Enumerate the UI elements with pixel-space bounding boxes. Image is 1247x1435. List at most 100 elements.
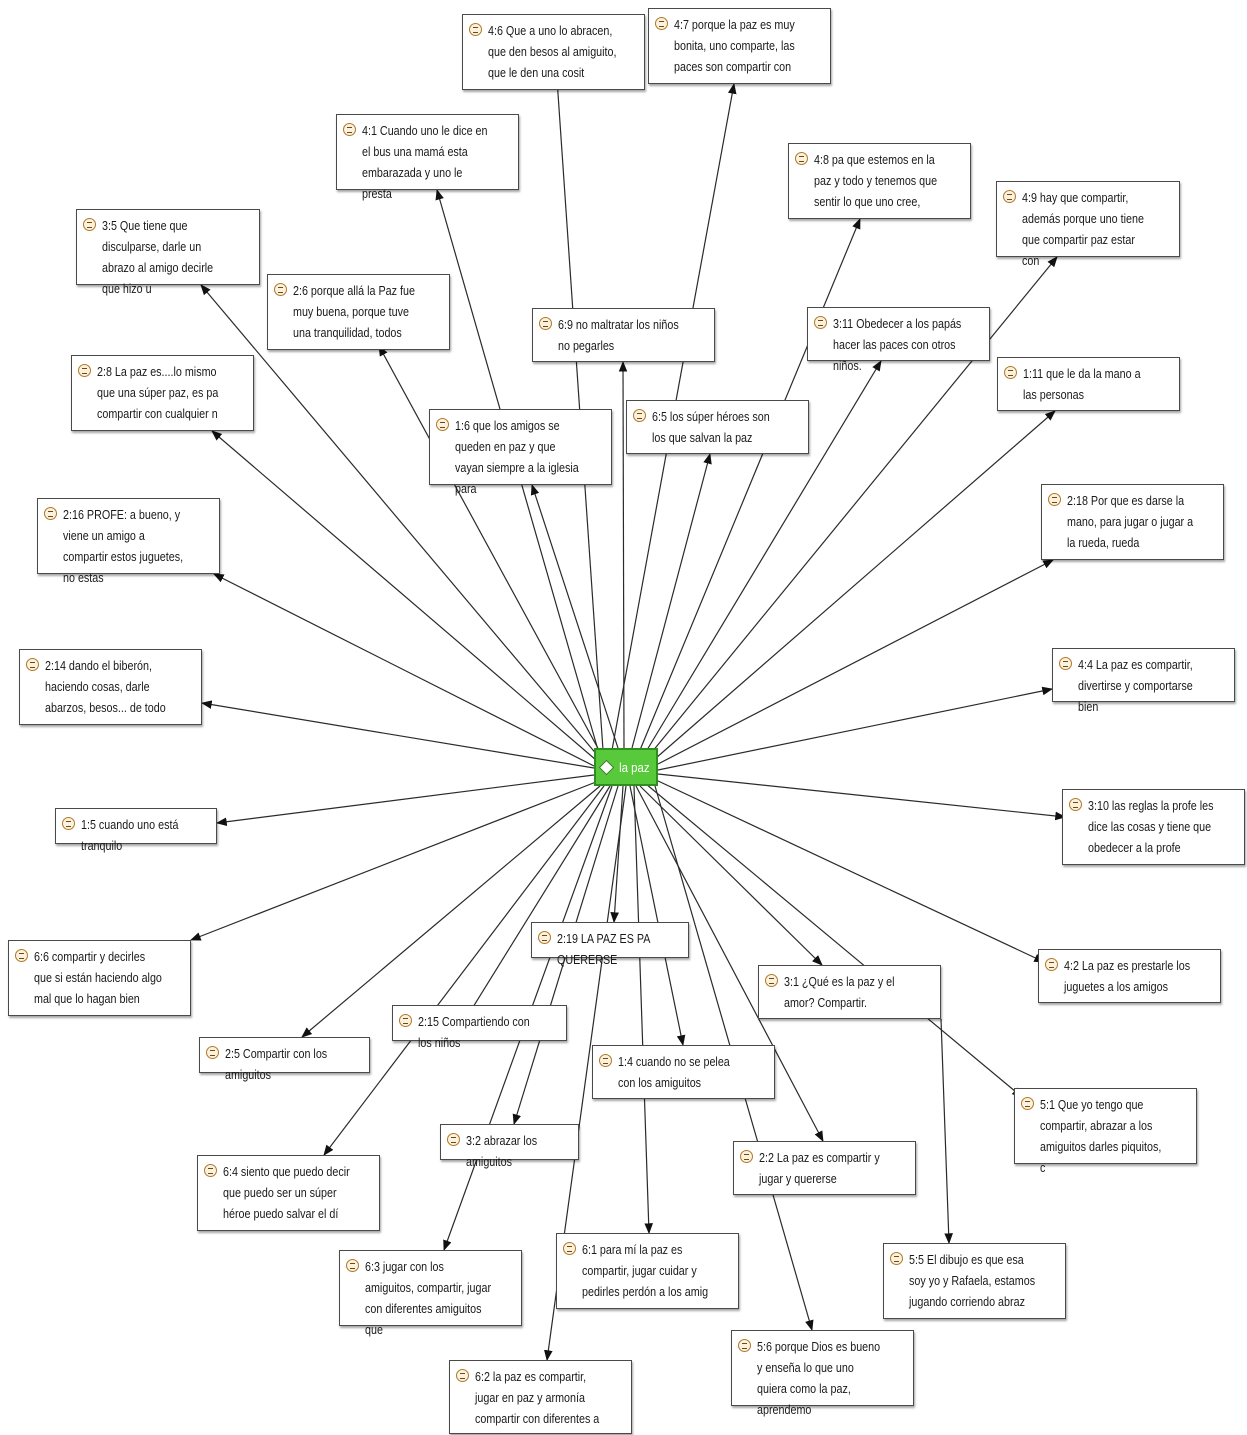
quote-text: 6:3 jugar con los amiguitos, compartir, … <box>365 1260 492 1337</box>
quote-node-4-4[interactable]: 4:4 La paz es compartir, divertirse y co… <box>1052 648 1235 714</box>
document-icon <box>1003 190 1016 203</box>
quote-node-2-5[interactable]: 2:5 Compartir con los amiguitos <box>199 1037 370 1082</box>
document-icon <box>1045 958 1058 971</box>
quote-node-3-2[interactable]: 3:2 abrazar los amiguitos <box>440 1124 579 1169</box>
quote-node-2-2[interactable]: 2:2 La paz es compartir y jugar y querer… <box>733 1141 916 1195</box>
edge-2-15 <box>451 785 611 1042</box>
edge-5-1 <box>645 783 1023 1098</box>
quote-text: 3:11 Obedecer a los papás hacer las pace… <box>833 317 962 373</box>
document-icon <box>738 1339 751 1352</box>
quote-text: 2:2 La paz es compartir y jugar y querer… <box>759 1151 880 1186</box>
quote-text: 1:4 cuando no se pelea con los amiguitos <box>618 1055 730 1090</box>
quote-node-4-6[interactable]: 4:6 Que a uno lo abracen, que den besos … <box>462 14 645 90</box>
edge-2-5 <box>301 785 601 1038</box>
quote-node-1-5[interactable]: 1:5 cuando uno está tranquilo <box>55 808 217 853</box>
quote-node-2-6[interactable]: 2:6 porque allá la Paz fue muy buena, po… <box>267 274 450 350</box>
code-diamond-icon <box>598 759 614 775</box>
quote-text: 6:2 la paz es compartir, jugar en paz y … <box>475 1370 600 1426</box>
edge-2-6 <box>378 345 601 753</box>
edge-1-5 <box>215 774 595 827</box>
quote-node-2-8[interactable]: 2:8 La paz es....lo mismo que una súper … <box>71 355 254 431</box>
quote-node-4-7[interactable]: 4:7 porque la paz es muy bonita, uno com… <box>648 8 831 84</box>
document-icon <box>274 283 287 296</box>
central-code-label: la paz <box>618 759 650 775</box>
quote-text: 2:16 PROFE: a bueno, y viene un amigo a … <box>63 508 184 585</box>
quote-node-6-3[interactable]: 6:3 jugar con los amiguitos, compartir, … <box>339 1250 522 1337</box>
document-icon <box>655 17 668 30</box>
edge-3-5 <box>200 284 599 757</box>
quote-node-6-4[interactable]: 6:4 siento que puedo decir que puedo ser… <box>197 1155 380 1231</box>
quote-node-4-9[interactable]: 4:9 hay que compartir, además porque uno… <box>996 181 1180 268</box>
edge-5-5 <box>940 1018 953 1245</box>
quote-node-2-19[interactable]: 2:19 LA PAZ ES PA QUERERSE <box>531 922 689 967</box>
quote-text: 2:18 Por que es darse la mano, para juga… <box>1067 494 1194 550</box>
quote-node-2-18[interactable]: 2:18 Por que es darse la mano, para juga… <box>1041 484 1224 560</box>
document-icon <box>890 1252 903 1265</box>
quote-node-6-1[interactable]: 6:1 para mí la paz es compartir, jugar c… <box>556 1233 739 1309</box>
document-icon <box>206 1046 219 1059</box>
quote-text: 6:9 no maltratar los niños no pegarles <box>558 318 679 353</box>
edge-4-2 <box>655 779 1045 963</box>
quote-node-3-11[interactable]: 3:11 Obedecer a los papás hacer las pace… <box>807 307 990 373</box>
quote-node-4-1[interactable]: 4:1 Cuando uno le dice en el bus una mam… <box>336 114 519 201</box>
quote-text: 4:6 Que a uno lo abracen, que den besos … <box>488 24 617 80</box>
quote-node-6-5[interactable]: 6:5 los súper héroes son los que salvan … <box>626 400 809 454</box>
quote-node-5-6[interactable]: 5:6 porque Dios es bueno y enseña lo que… <box>731 1330 914 1417</box>
quote-node-2-15[interactable]: 2:15 Compartiendo con los niños <box>392 1005 567 1050</box>
quote-text: 6:4 siento que puedo decir que puedo ser… <box>223 1165 350 1221</box>
edge-1-11 <box>655 410 1056 759</box>
quote-node-6-2[interactable]: 6:2 la paz es compartir, jugar en paz y … <box>449 1360 632 1434</box>
document-icon <box>44 507 57 520</box>
quote-node-1-4[interactable]: 1:4 cuando no se pelea con los amiguitos <box>592 1045 775 1099</box>
quote-node-6-9[interactable]: 6:9 no maltratar los niños no pegarles <box>532 308 715 362</box>
quote-node-4-8[interactable]: 4:8 pa que estemos en la paz y todo y te… <box>788 143 971 219</box>
edge-4-8 <box>639 218 861 751</box>
quote-node-3-10[interactable]: 3:10 las reglas la profe les dice las co… <box>1062 789 1245 865</box>
document-icon <box>633 409 646 422</box>
document-icon <box>343 123 356 136</box>
edge-2-8 <box>211 430 597 761</box>
edge-6-1 <box>633 785 653 1235</box>
document-icon <box>456 1369 469 1382</box>
edge-3-1 <box>639 785 823 966</box>
quote-node-5-1[interactable]: 5:1 Que yo tengo que compartir, abrazar … <box>1014 1088 1197 1175</box>
quote-node-3-5[interactable]: 3:5 Que tiene que disculparse, darle un … <box>76 209 260 296</box>
quote-text: 4:7 porque la paz es muy bonita, uno com… <box>674 18 795 74</box>
edge-6-5 <box>631 452 712 749</box>
document-icon <box>62 817 75 830</box>
quote-text: 2:6 porque allá la Paz fue muy buena, po… <box>293 284 415 340</box>
edge-2-19 <box>610 785 624 924</box>
edge-3-11 <box>646 360 882 751</box>
edge-2-14 <box>200 700 595 769</box>
document-icon <box>599 1054 612 1067</box>
document-icon <box>539 317 552 330</box>
quote-node-4-2[interactable]: 4:2 La paz es prestarle los juguetes a l… <box>1038 949 1221 1003</box>
central-code-node[interactable]: la paz <box>594 748 658 786</box>
quote-text: 1:5 cuando uno está tranquilo <box>81 818 179 853</box>
document-icon <box>1021 1097 1034 1110</box>
quote-node-6-6[interactable]: 6:6 compartir y decirles que si están ha… <box>8 940 191 1016</box>
quote-text: 6:5 los súper héroes son los que salvan … <box>652 410 770 445</box>
edge-2-2 <box>635 785 824 1142</box>
edge-1-6 <box>530 483 619 749</box>
quote-text: 4:1 Cuando uno le dice en el bus una mam… <box>362 124 488 201</box>
quote-text: 2:5 Compartir con los amiguitos <box>225 1047 328 1082</box>
quote-node-3-1[interactable]: 3:1 ¿Qué es la paz y el amor? Compartir. <box>758 965 941 1019</box>
edge-6-9 <box>618 360 628 749</box>
document-icon <box>765 974 778 987</box>
edge-2-16 <box>213 573 595 767</box>
quote-text: 3:2 abrazar los amiguitos <box>466 1134 538 1169</box>
quote-text: 6:1 para mí la paz es compartir, jugar c… <box>582 1243 709 1299</box>
quote-node-2-14[interactable]: 2:14 dando el biberón, haciendo cosas, d… <box>19 649 202 725</box>
quote-node-2-16[interactable]: 2:16 PROFE: a bueno, y viene un amigo a … <box>37 498 220 585</box>
edge-3-10 <box>657 773 1067 821</box>
document-icon <box>78 364 91 377</box>
edge-6-4 <box>323 785 605 1156</box>
quote-node-1-11[interactable]: 1:11 que le da la mano a las personas <box>997 357 1180 411</box>
document-icon <box>740 1150 753 1163</box>
document-icon <box>399 1014 412 1027</box>
document-icon <box>15 949 28 962</box>
quote-node-5-5[interactable]: 5:5 El dibujo es que esa soy yo y Rafael… <box>883 1243 1066 1319</box>
quote-node-1-6[interactable]: 1:6 que los amigos se queden en paz y qu… <box>429 409 612 496</box>
